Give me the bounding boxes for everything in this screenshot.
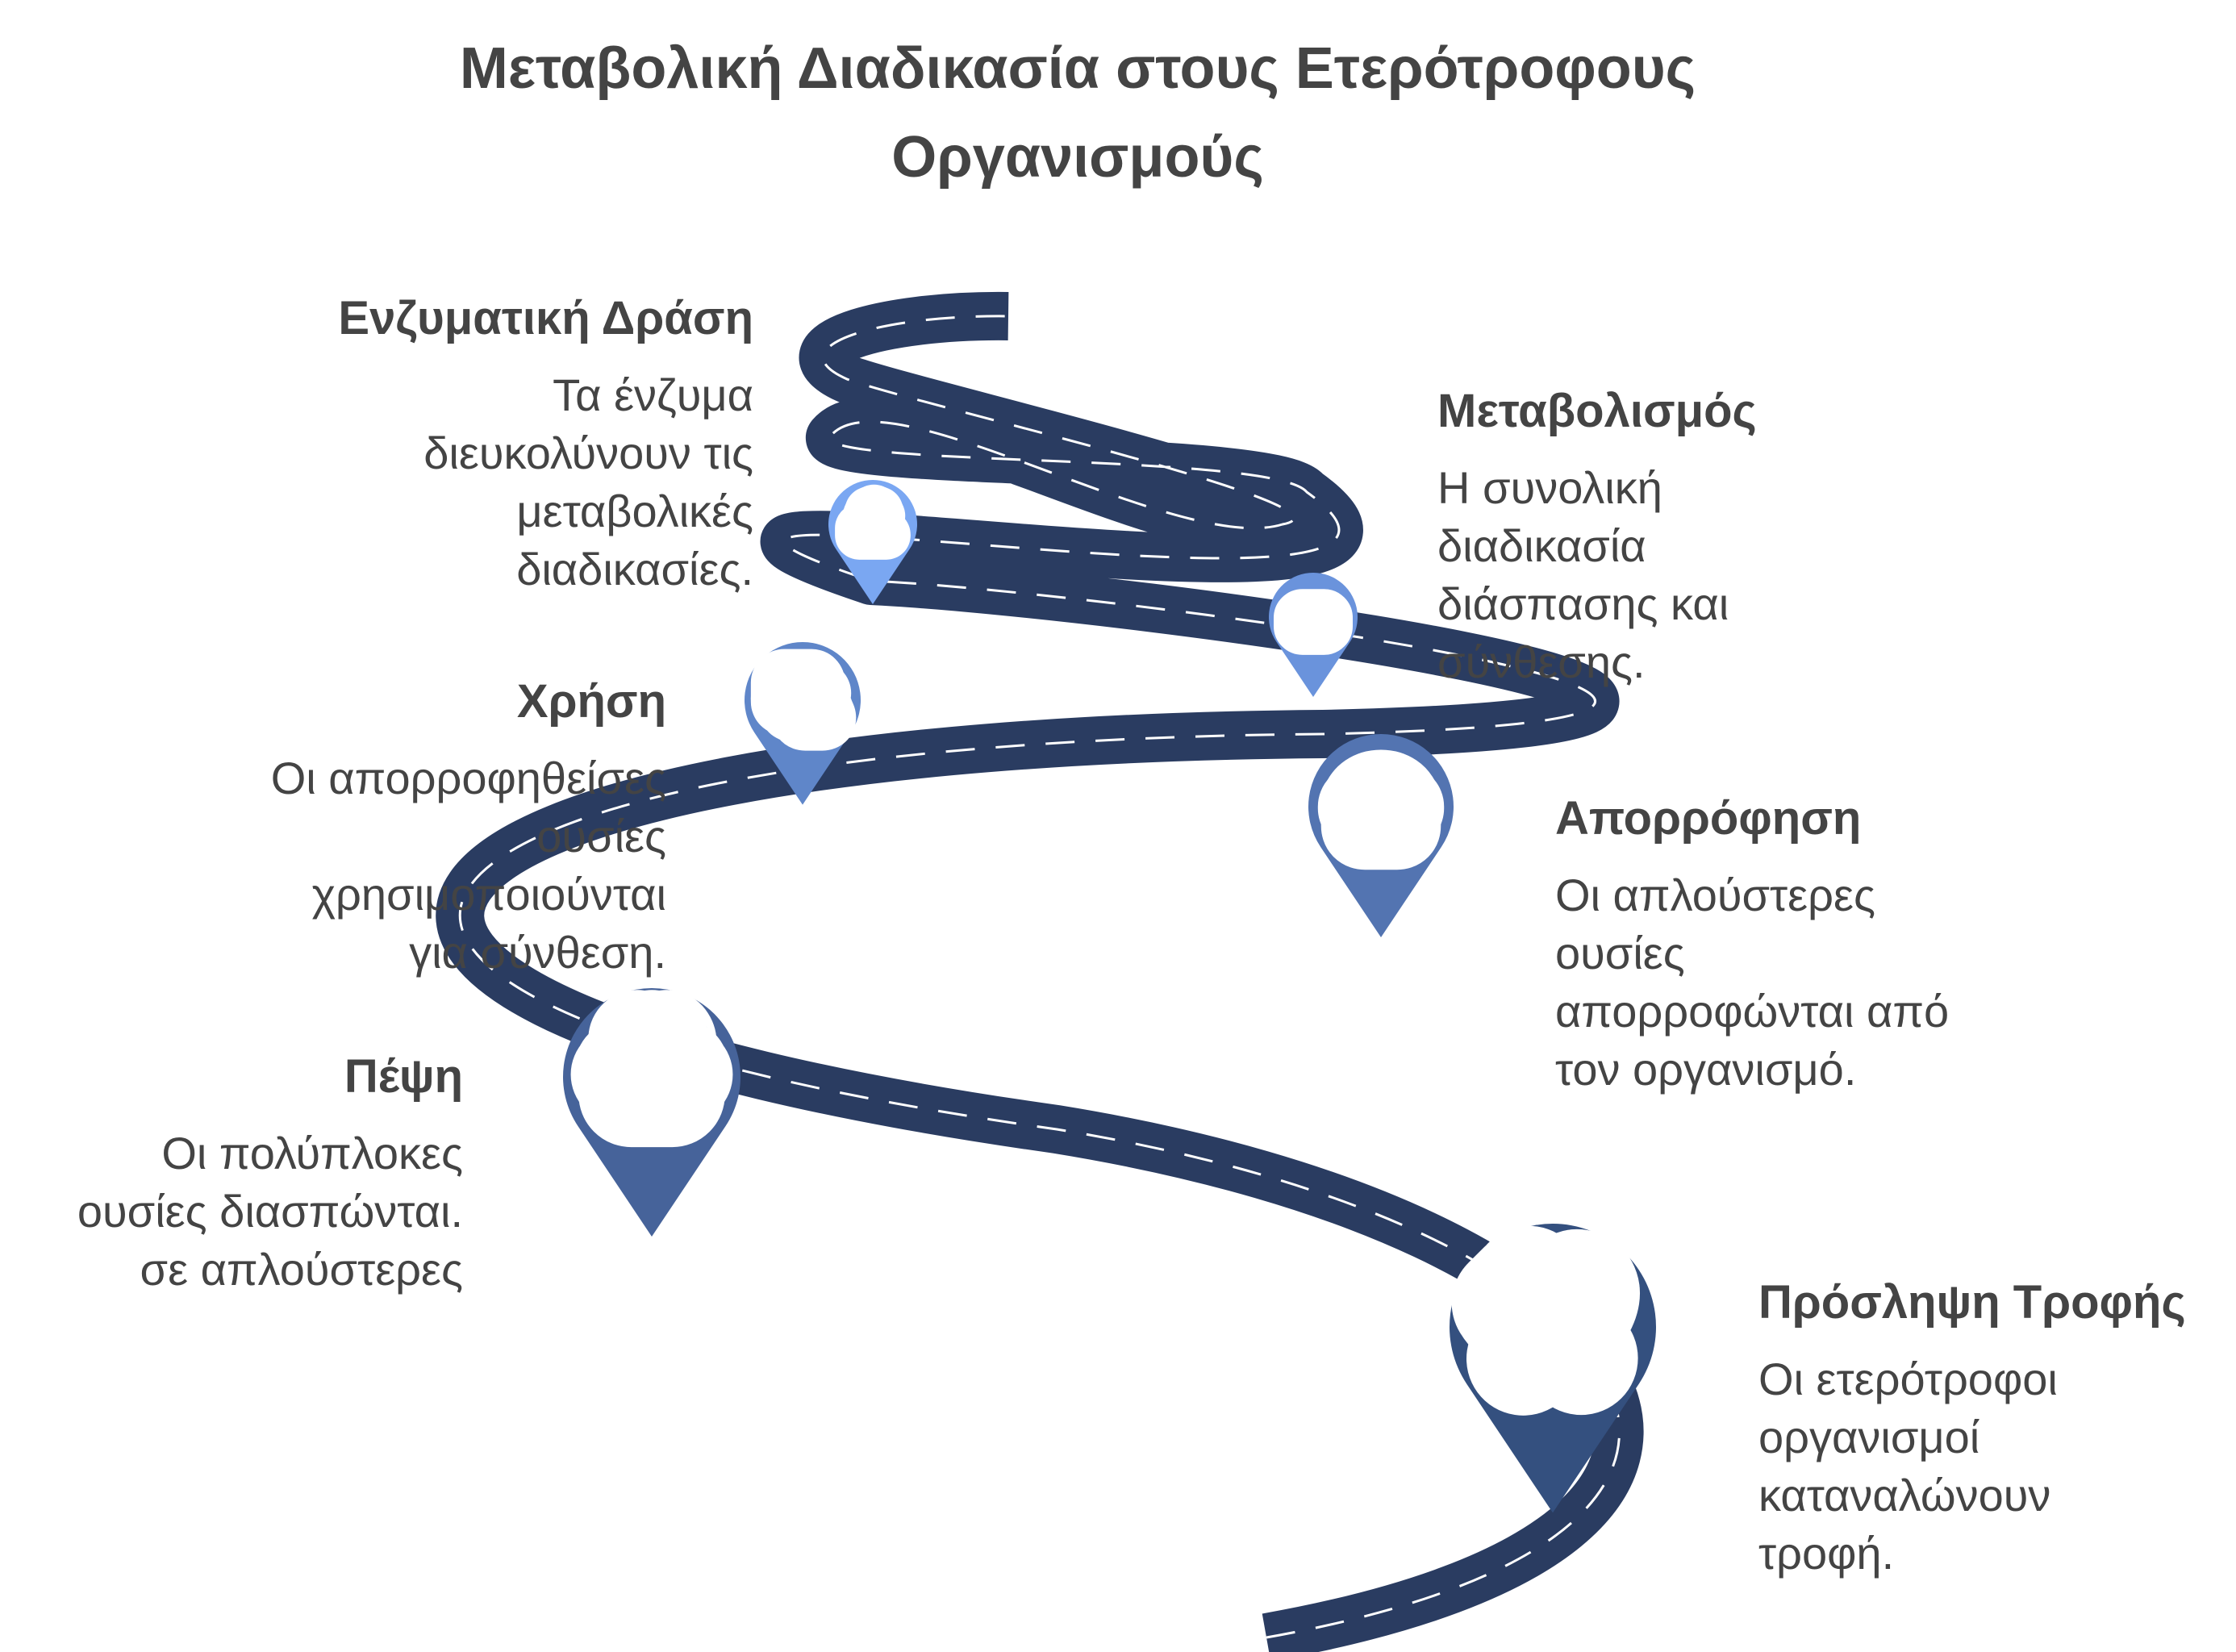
enzyme-gear-icon — [835, 484, 911, 560]
description-line: ουσίες — [536, 811, 666, 861]
description-line: διάσπασης και — [1437, 578, 1729, 629]
fork-knife-icon — [1451, 1225, 1640, 1416]
step-digestion: Πέψη Οι πολύπλοκες ουσίες διασπώνται. σε… — [77, 1049, 463, 1299]
description-line: διαδικασία — [1437, 520, 1646, 571]
step-absorption: Απορρόφηση Οι απλούστερες ουσίες απορροφ… — [1555, 791, 1949, 1099]
step-heading: Πέψη — [344, 1050, 463, 1103]
description-line: ουσίες διασπώνται. — [77, 1186, 463, 1237]
description-line: Τα ένζυμα — [553, 369, 753, 420]
step-enzyme-action: Ενζυματική Δράση Τα ένζυμα διευκολύνουν … — [338, 290, 753, 599]
description-line: μεταβολικές — [516, 486, 753, 536]
step-description: Οι απορροφηθείσες ουσίες χρησιμοποιούντα… — [271, 749, 666, 982]
step-heading: Πρόσληψη Τροφής — [1758, 1276, 2186, 1329]
description-line: για σύνθεση. — [409, 927, 666, 978]
step-description: Η συνολική διαδικασία διάσπασης και σύνθ… — [1437, 459, 1757, 691]
step-heading: Ενζυματική Δράση — [338, 292, 753, 344]
description-line: διευκολύνουν τις — [423, 428, 753, 478]
description-line: ουσίες — [1555, 928, 1685, 978]
description-line: σε απλούστερες — [140, 1244, 463, 1295]
step-heading: Χρήση — [516, 675, 666, 728]
step-use: Χρήση Οι απορροφηθείσες ουσίες χρησιμοπο… — [271, 674, 666, 982]
description-line: Οι απλούστερες — [1555, 870, 1875, 920]
kcal-scale-icon: KCAL — [1273, 589, 1354, 655]
title-line-1: Μεταβολική Διαδικασία στους Ετερότροφους — [459, 36, 1696, 101]
description-line: οργανισμοί — [1758, 1412, 1980, 1462]
step-description: Οι απλούστερες ουσίες απορροφώνται από τ… — [1555, 866, 1949, 1099]
lab-computer-icon — [750, 649, 857, 751]
description-line: σύνθεσης. — [1437, 636, 1646, 687]
description-line: Οι πολύπλοκες — [161, 1128, 463, 1179]
step-metabolism: Μεταβολισμός Η συνολική διαδικασία διάσπ… — [1437, 383, 1757, 691]
description-line: απορροφώνται από — [1555, 986, 1950, 1037]
step-heading: Μεταβολισμός — [1437, 385, 1757, 437]
step-heading: Απορρόφηση — [1555, 792, 1862, 845]
description-line: Η συνολική — [1437, 462, 1662, 513]
description-line: τον οργανισμό. — [1555, 1044, 1857, 1095]
description-line: Οι ετερότροφοι — [1758, 1354, 2058, 1404]
flour-sack-icon — [1317, 749, 1445, 870]
page-title: Μεταβολική Διαδικασία στους Ετερότροφους… — [311, 24, 1844, 202]
step-food-intake: Πρόσληψη Τροφής Οι ετερότροφοι οργανισμο… — [1758, 1274, 2186, 1583]
description-line: χρησιμοποιούνται — [311, 869, 666, 920]
title-line-2: Οργανισμούς — [891, 125, 1264, 190]
step-description: Οι ετερότροφοι οργανισμοί καταναλώνουν τ… — [1758, 1350, 2186, 1583]
step-description: Οι πολύπλοκες ουσίες διασπώνται. σε απλο… — [77, 1124, 463, 1299]
pin-markers: KCAL — [563, 479, 1657, 1513]
cooking-pot-icon — [570, 990, 733, 1148]
description-line: διαδικασίες. — [516, 544, 753, 594]
step-description: Τα ένζυμα διευκολύνουν τις μεταβολικές δ… — [338, 366, 753, 599]
description-line: Οι απορροφηθείσες — [270, 753, 666, 803]
road — [436, 291, 1644, 1652]
description-line: τροφή. — [1758, 1528, 1895, 1579]
description-line: καταναλώνουν — [1758, 1470, 2051, 1521]
road-center-dashes — [458, 315, 1621, 1639]
